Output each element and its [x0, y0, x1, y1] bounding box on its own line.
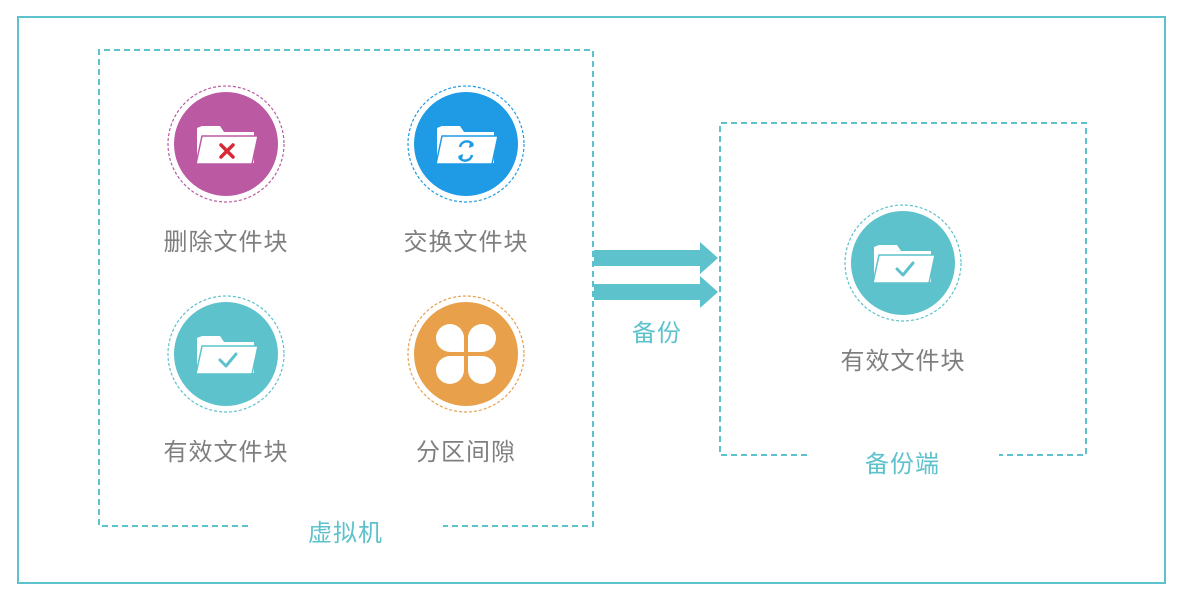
folder-delete-icon	[167, 85, 285, 203]
vm-item-partition-gap: 分区间隙	[356, 294, 576, 467]
vm-item-delete-label: 删除文件块	[163, 228, 289, 256]
backup-item-valid: 有效文件块	[793, 203, 1013, 376]
folder-check-icon	[167, 295, 285, 413]
vm-box	[98, 49, 594, 527]
vm-label: 虚拟机	[308, 519, 383, 547]
backup-item-valid-label: 有效文件块	[840, 347, 966, 375]
backup-box-border	[719, 122, 1087, 456]
backup-arrow-label: 备份	[632, 319, 682, 347]
double-arrow-right-icon	[594, 242, 718, 308]
backup-arrow	[594, 240, 724, 310]
backup-label: 备份端	[865, 450, 940, 478]
vm-item-valid: 有效文件块	[116, 294, 336, 467]
vm-item-swap-label: 交换文件块	[403, 228, 529, 256]
partition-gap-icon	[407, 295, 525, 413]
vm-item-valid-label: 有效文件块	[163, 438, 289, 466]
vm-box-border	[98, 49, 594, 527]
folder-check-icon	[844, 204, 962, 322]
folder-swap-icon	[407, 85, 525, 203]
outer-frame	[17, 16, 1166, 584]
backup-box	[719, 122, 1087, 456]
vm-item-delete: 删除文件块	[116, 84, 336, 257]
vm-item-partition-gap-label: 分区间隙	[416, 438, 516, 466]
vm-item-swap: 交换文件块	[356, 84, 576, 257]
